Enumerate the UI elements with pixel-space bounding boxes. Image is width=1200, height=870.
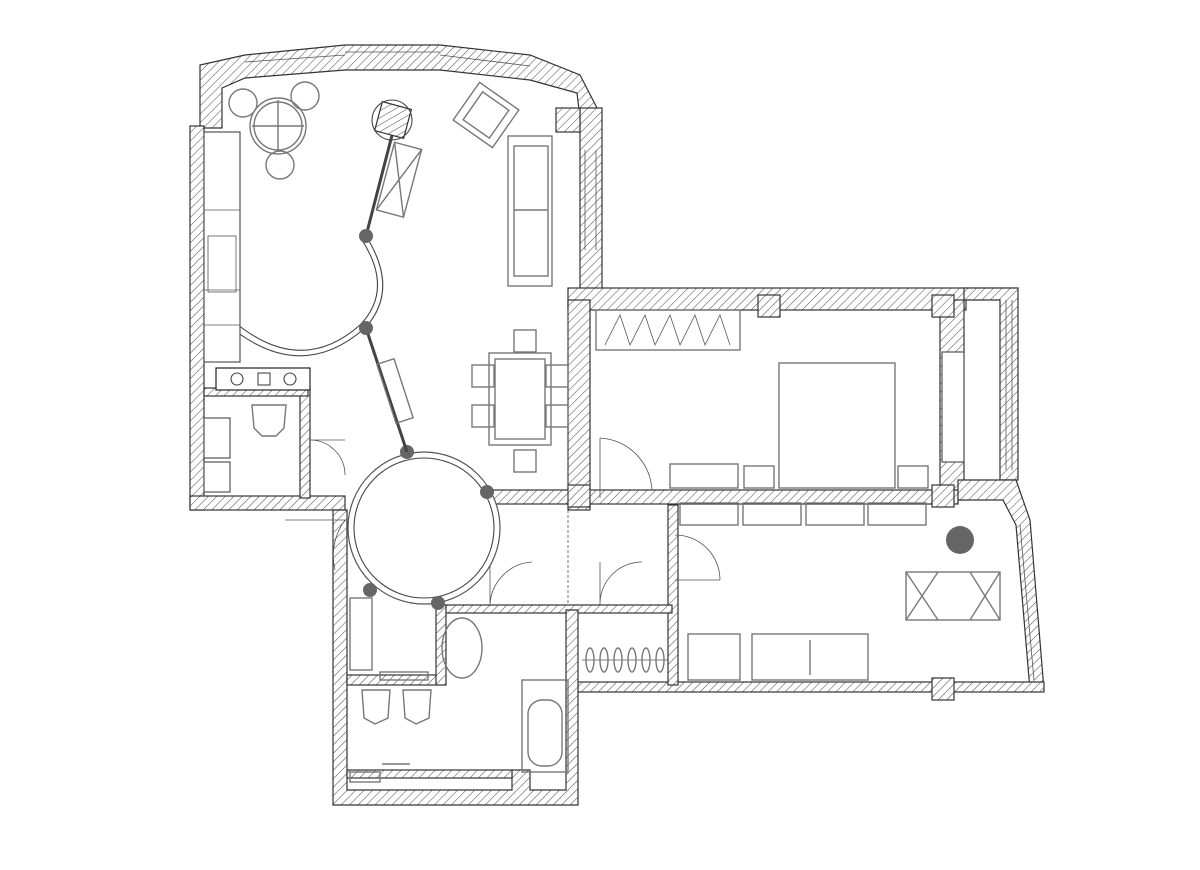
bathroom-fixtures <box>349 597 569 783</box>
wc-partition <box>299 387 311 499</box>
column-1 <box>555 107 581 133</box>
bath-vanity-wall <box>346 769 513 779</box>
bedroom-left-wall <box>567 299 591 511</box>
desk <box>905 526 1001 621</box>
round-table <box>228 81 320 180</box>
door-entrance <box>285 519 346 571</box>
sofa-east <box>687 633 869 681</box>
column-4 <box>931 484 955 508</box>
hall-top-wall <box>487 489 959 505</box>
kitchen-counter <box>203 131 311 391</box>
east-bottom-wall <box>577 681 1045 693</box>
wc-fixtures <box>203 404 287 493</box>
rotunda <box>347 445 501 610</box>
door-bedroom <box>599 437 653 498</box>
bathroom-wall <box>332 509 579 806</box>
door-hall-2 <box>599 561 643 606</box>
furniture <box>203 81 1001 783</box>
door-wc <box>309 439 346 476</box>
side-table <box>375 141 423 219</box>
hall-bottom-wall <box>439 604 673 614</box>
bed <box>669 362 929 489</box>
walls <box>189 44 1045 806</box>
balcony-cabinet <box>941 351 965 463</box>
east-shelves <box>679 502 927 526</box>
living-left-wall <box>189 125 205 511</box>
bedroom-radiator <box>595 309 741 351</box>
column-5 <box>931 677 955 701</box>
curved-partition <box>227 99 413 453</box>
wardrobe-hangers <box>582 647 668 673</box>
sofa-living <box>507 135 553 287</box>
column-3 <box>931 294 955 318</box>
living-right-wall <box>579 107 603 301</box>
dining-table <box>471 329 569 473</box>
armchair <box>452 81 520 149</box>
door-east-room <box>674 534 721 581</box>
doors <box>285 310 721 606</box>
column-6 <box>567 484 591 508</box>
balcony-wall <box>963 287 1019 481</box>
tv-stand <box>375 357 415 425</box>
door-hall-1 <box>489 560 533 606</box>
east-angled-wall <box>957 479 1045 691</box>
column-2 <box>757 294 781 318</box>
bath-side-wall <box>435 604 447 686</box>
wardrobe-wall <box>667 504 679 686</box>
windows <box>244 51 1035 681</box>
kitchen-bottom-wall <box>189 495 346 511</box>
